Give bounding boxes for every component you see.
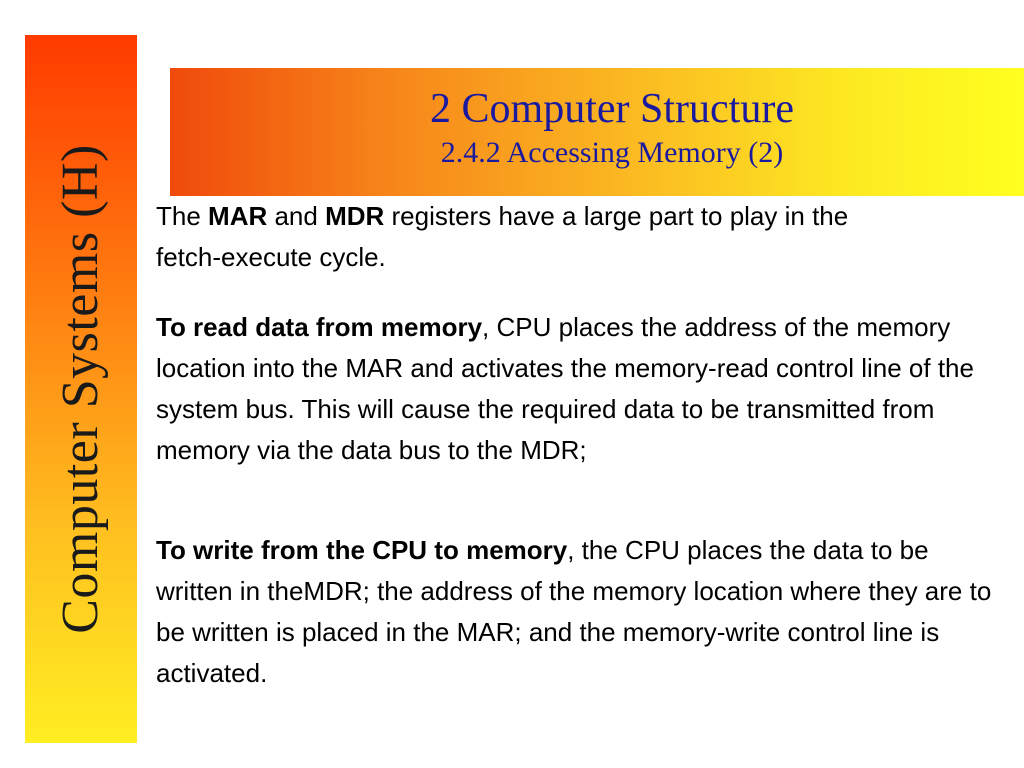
term-mar: MAR <box>208 201 268 231</box>
write-text: , the CPU places the data to be written … <box>156 535 992 688</box>
paragraph-write: To write from the CPU to memory, the CPU… <box>156 530 996 694</box>
intro-text-3: registers have a large part to play in t… <box>156 201 849 272</box>
paragraph-intro: The MAR and MDR registers have a large p… <box>156 196 916 278</box>
term-mdr: MDR <box>325 201 385 231</box>
course-title: Computer Systems (H) <box>52 144 109 634</box>
title-banner: 2 Computer Structure 2.4.2 Accessing Mem… <box>170 68 1024 196</box>
slide-subtitle: 2.4.2 Accessing Memory (2) <box>440 136 784 169</box>
side-banner: Computer Systems (H) <box>25 35 137 743</box>
read-heading: To read data from memory <box>156 312 483 342</box>
write-heading: To write from the CPU to memory <box>156 535 568 565</box>
slide-title: 2 Computer Structure <box>430 86 794 132</box>
read-text: , CPU places the address of the memory l… <box>156 312 974 465</box>
intro-text-2: and <box>267 201 326 231</box>
intro-text-1: The <box>156 201 209 231</box>
paragraph-read: To read data from memory, CPU places the… <box>156 307 996 471</box>
